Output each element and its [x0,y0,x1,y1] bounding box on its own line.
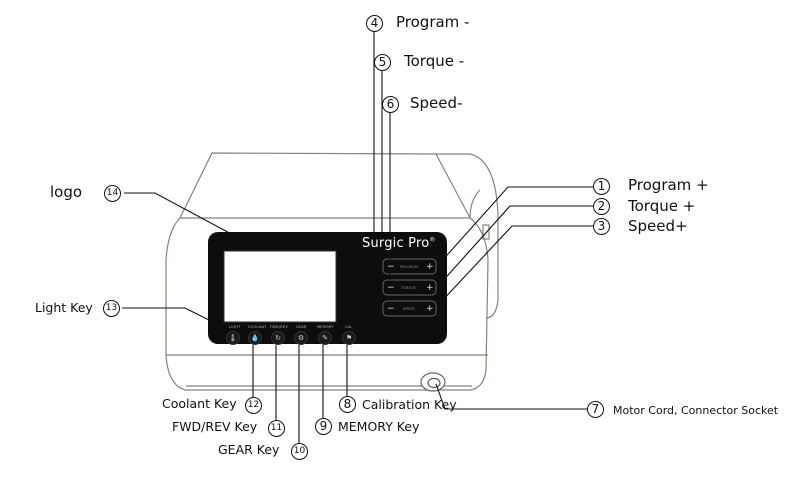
callout-label-gear-key: GEAR Key [218,442,280,457]
callout-label-coolant-key: Coolant Key [162,396,237,411]
callout-number-12: 12 [245,397,262,414]
callout-label-program-plus: Program + [628,176,709,194]
callout-number-1: 1 [593,178,610,195]
program-button-frame [382,258,437,275]
program-minus-button[interactable]: − [387,262,395,272]
callout-label-speed-plus: Speed+ [628,217,688,235]
gear-key-label: GEAR [296,325,307,329]
program-label: PROGRAM [400,265,418,269]
speed-button-frame [382,300,437,317]
callout-number-6: 6 [382,96,399,113]
callout-label-motor-cord: Motor Cord, Connector Socket [613,404,779,417]
speed-minus-button[interactable]: − [387,304,395,314]
speed-plus-button[interactable]: + [426,304,434,314]
callout-label-calibration-key: Calibration Key [362,397,457,412]
edit-icon[interactable]: ✎ [318,331,332,345]
callout-label-program-minus: Program - [396,13,470,31]
callout-number-9: 9 [315,418,332,435]
callout-number-5: 5 [374,54,391,71]
torque-minus-button[interactable]: − [387,283,395,293]
callout-number-13: 13 [103,300,120,317]
callout-label-torque-plus: Torque + [628,197,696,215]
torque-plus-button[interactable]: + [426,283,434,293]
droplet-icon[interactable]: 💧 [248,331,262,345]
thermometer-icon[interactable]: 🌡 [226,331,240,345]
program-plus-button[interactable]: + [426,262,434,272]
callout-label-logo: logo [50,183,83,201]
fwd-rev-key-label: FWD/REV [270,325,288,329]
callout-label-torque-minus: Torque - [404,52,465,70]
callout-number-3: 3 [593,218,610,235]
torque-label: TORQUE [401,286,416,290]
callout-number-8: 8 [339,396,356,413]
callout-label-fwd-rev-key: FWD/REV Key [172,419,258,434]
callout-label-speed-minus: Speed- [410,94,463,112]
coolant-key-label: COOLANT [248,325,267,329]
callout-number-2: 2 [593,198,610,215]
callout-number-7: 7 [587,401,604,418]
rotate-icon[interactable]: ↻ [271,331,285,345]
callout-number-10: 10 [291,443,308,460]
calibration-icon[interactable]: ⚑ [342,331,356,345]
callout-number-11: 11 [268,420,285,437]
motor-cord-socket [420,372,446,392]
cal-key-label: CAL [345,325,353,329]
gear-icon[interactable]: ⚙ [294,331,308,345]
speed-label: SPEED [403,307,415,311]
memory-key-label: MEMORY [317,325,334,329]
light-key-label: LIGHT [229,325,241,329]
device-body [165,152,499,391]
torque-button-frame [382,279,437,296]
lcd-screen [223,250,337,323]
callout-number-4: 4 [366,15,383,32]
brand-logo: Surgic Pro® [362,236,436,251]
callout-label-light-key: Light Key [35,300,93,315]
callout-number-14: 14 [104,185,121,202]
callout-label-memory-key: MEMORY Key [338,419,420,434]
